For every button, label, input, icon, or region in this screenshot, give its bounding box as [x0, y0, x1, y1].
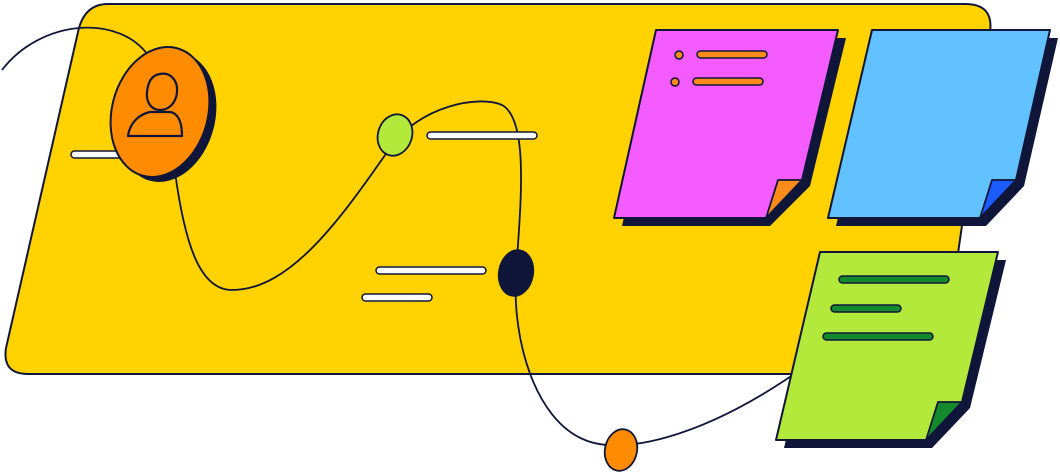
pink-note-line-1: [696, 50, 768, 59]
lime-node: [376, 113, 414, 157]
label-line-dark-node-2: [361, 293, 433, 302]
folded-corner-icon: [925, 401, 963, 441]
label-line-lime-node: [426, 131, 538, 140]
dark-node: [497, 249, 535, 297]
user-icon: [126, 72, 184, 138]
label-line-dark-node-1: [375, 266, 487, 275]
green-note-line-1: [838, 275, 950, 284]
orange-node: [603, 428, 639, 472]
blue-sticky-note: [827, 29, 1058, 226]
connector-curve-main: [174, 100, 801, 447]
green-sticky-note: [775, 251, 1006, 448]
pink-note-bullet-1: [674, 50, 684, 60]
folded-corner-icon: [765, 179, 803, 219]
pink-sticky-note: [613, 29, 846, 226]
green-note-line-2: [830, 304, 902, 313]
green-note-line-3: [822, 332, 934, 341]
pink-note-bullet-2: [670, 77, 680, 87]
folded-corner-icon: [979, 179, 1017, 219]
connector-curve-top-left: [1, 26, 151, 71]
profile-coin: [109, 46, 217, 182]
pink-note-line-2: [692, 77, 764, 86]
